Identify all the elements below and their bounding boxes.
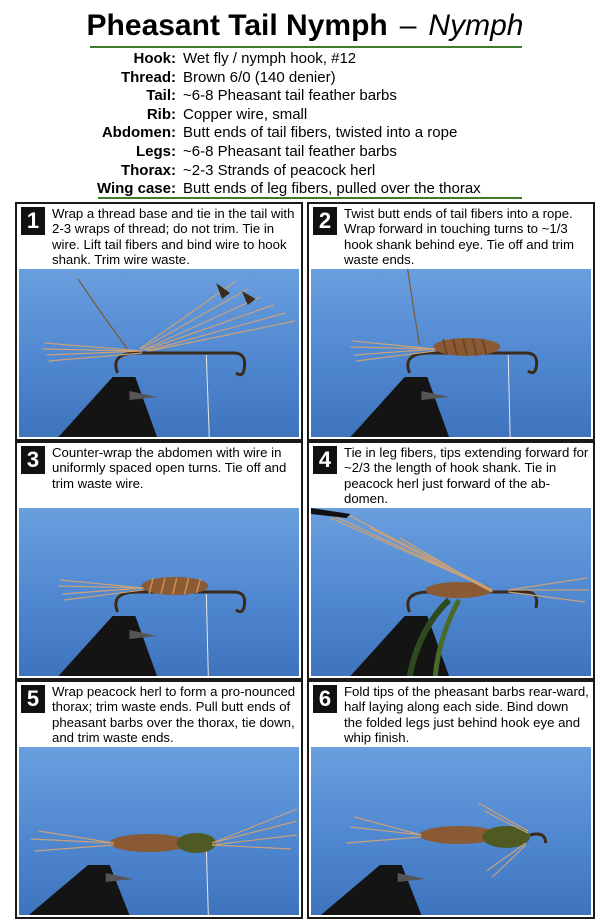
fly-photo-illustration: [28, 808, 298, 915]
recipe-row-tail: Tail: ~6-8 Pheasant tail feather barbs: [0, 87, 610, 106]
recipe-label: Hook:: [133, 50, 177, 67]
step-photo: [19, 747, 299, 915]
step-instructions: Counter-wrap the abdomen with wire in un…: [52, 445, 287, 491]
recipe-row-thread: Thread: Brown 6/0 (140 denier): [0, 69, 610, 88]
recipe-value: Butt ends of leg fibers, pulled over the…: [183, 180, 481, 198]
step-photo: [311, 508, 591, 676]
recipe-row-legs: Legs: ~6-8 Pheasant tail feather barbs: [0, 143, 610, 162]
page-title: Pheasant Tail Nymph–Nymph: [0, 8, 610, 44]
recipe-value: Wet fly / nymph hook, #12: [183, 50, 357, 67]
step-number: 5: [21, 685, 45, 713]
recipe-rule: [98, 197, 522, 199]
step-photo: [19, 508, 299, 676]
recipe-value: ~6-8 Pheasant tail feather barbs: [183, 142, 397, 160]
step-grid: 1 Wrap a thread base and tie in the tail…: [15, 202, 603, 919]
fly-photo-illustration: [311, 508, 590, 676]
recipe-label: Abdomen:: [101, 124, 176, 142]
step-number: 3: [21, 446, 45, 474]
step-instructions: Tie in leg fibers, tips extending forwar…: [344, 445, 589, 507]
fly-category: Nymph: [428, 9, 524, 42]
fly-photo-illustration: [320, 802, 548, 915]
recipe-list: Hook: Wet fly / nymph hook, #12 Thread: Br…: [0, 50, 610, 199]
title-dash: –: [399, 9, 417, 42]
step-photo: [19, 269, 299, 437]
fly-photo-illustration: [42, 278, 296, 437]
recipe-row-rib: Rib: Copper wire, small: [0, 106, 610, 125]
fly-photo-illustration: [58, 577, 247, 676]
step-instructions: Twist butt ends of tail fibers into a ro…: [344, 206, 574, 268]
recipe-label: Thread:: [120, 68, 176, 86]
recipe-label: Tail:: [146, 87, 176, 105]
fly-photo-illustration: [350, 269, 539, 437]
title-rule: [90, 46, 522, 48]
recipe-label: Thorax:: [120, 161, 176, 179]
recipe-label: Wing case:: [96, 180, 176, 198]
step-card-2: 2 Twist butt ends of tail fibers into a …: [307, 202, 595, 441]
fly-name: Pheasant Tail Nymph: [86, 9, 388, 42]
step-photo: [311, 269, 591, 437]
recipe-row-abdomen: Abdomen: Butt ends of tail fibers, twiste…: [0, 124, 610, 143]
step-number: 2: [313, 207, 337, 235]
step-instructions: Wrap a thread base and tie in the tail w…: [52, 206, 295, 268]
step-number: 4: [313, 446, 337, 474]
recipe-row-wing-case: Wing case: Butt ends of leg fibers, pulle…: [0, 180, 610, 199]
recipe-value: ~6-8 Pheasant tail feather barbs: [183, 87, 397, 105]
recipe-label: Legs:: [135, 142, 176, 160]
recipe-value: Copper wire, small: [183, 105, 308, 123]
recipe-value: Butt ends of tail fibers, twisted into a…: [183, 124, 458, 142]
recipe-value: Brown 6/0 (140 denier): [183, 68, 336, 86]
step-photo: [311, 747, 591, 915]
step-number: 1: [21, 207, 45, 235]
recipe-row-hook: Hook: Wet fly / nymph hook, #12: [0, 50, 610, 69]
step-card-4: 4 Tie in leg fibers, tips extending forw…: [307, 441, 595, 680]
recipe-row-thorax: Thorax: ~2-3 Strands of peacock herl: [0, 162, 610, 181]
step-card-6: 6 Fold tips of the pheasant barbs rear-w…: [307, 680, 595, 919]
step-instructions: Fold tips of the pheasant barbs rear-war…: [344, 684, 589, 746]
step-card-5: 5 Wrap peacock herl to form a pro-nounce…: [15, 680, 303, 919]
step-card-3: 3 Counter-wrap the abdomen with wire in …: [15, 441, 303, 680]
step-instructions: Wrap peacock herl to form a pro-nounced …: [52, 684, 296, 746]
recipe-value: ~2-3 Strands of peacock herl: [183, 161, 376, 179]
recipe-label: Rib:: [146, 105, 176, 123]
step-card-1: 1 Wrap a thread base and tie in the tail…: [15, 202, 303, 441]
step-number: 6: [313, 685, 337, 713]
